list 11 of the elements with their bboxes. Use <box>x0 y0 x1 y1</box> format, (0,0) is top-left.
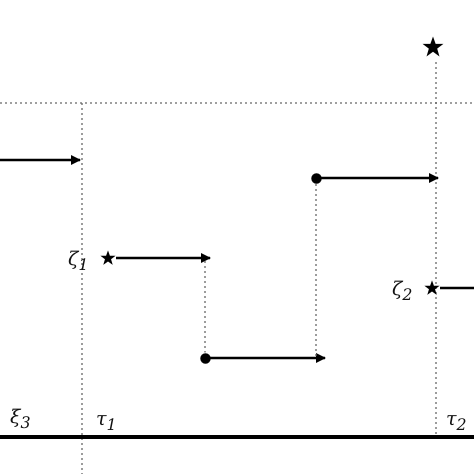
arrow <box>210 353 326 363</box>
variable-label: ζ$_{2}$ <box>392 280 412 303</box>
variable-label: τ$_{2}$ <box>446 410 467 433</box>
line-segment <box>440 286 474 290</box>
arrow <box>322 173 439 183</box>
line-segment <box>204 261 206 352</box>
line-segment <box>315 184 317 356</box>
variable-label: τ$_{1}$ <box>96 410 117 433</box>
variable-label: ζ$_{1}$ <box>68 250 88 273</box>
variable-label: ξ$_{3}$ <box>10 408 31 431</box>
arrow <box>116 253 211 263</box>
